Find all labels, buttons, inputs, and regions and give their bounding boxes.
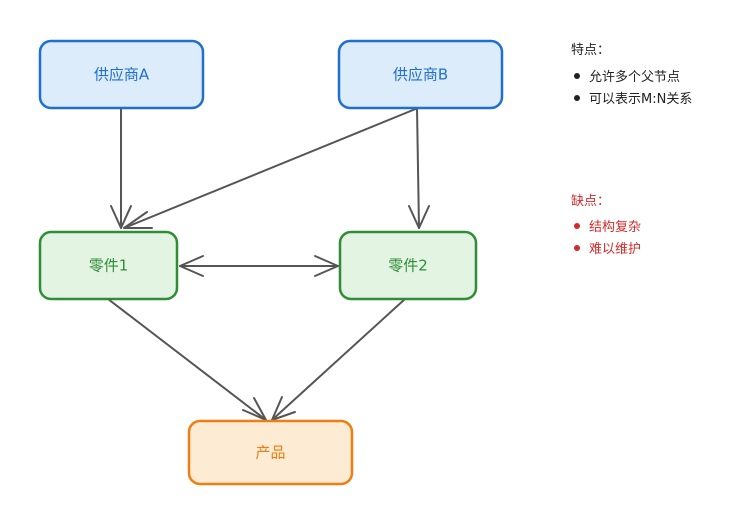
edge-supplier-a-to-part-1 — [110, 107, 132, 229]
edge-part-1-to-part-2 — [179, 255, 339, 277]
features-bullet-2 — [574, 95, 580, 101]
features-item-2: 可以表示M:N关系 — [589, 92, 692, 107]
node-supplier-a-label: 供应商A — [94, 66, 150, 84]
node-supplier-b[interactable]: 供应商B — [337, 39, 504, 110]
node-part-1-box — [38, 230, 179, 301]
node-part-2[interactable]: 零件2 — [338, 230, 478, 301]
node-supplier-a[interactable]: 供应商A — [38, 39, 205, 110]
drawbacks-title: 缺点： — [571, 194, 610, 209]
features-section: 特点： 允许多个父节点 可以表示M:N关系 — [571, 43, 692, 107]
drawbacks-section: 缺点： 结构复杂 难以维护 — [571, 194, 641, 257]
drawbacks-bullet-2 — [574, 245, 580, 251]
node-part-1-label: 零件1 — [89, 257, 129, 275]
node-supplier-b-box — [337, 39, 504, 110]
node-product-box — [187, 419, 354, 486]
edge-part-2-to-product — [271, 298, 406, 421]
edge-supplier-b-to-part-1 — [123, 107, 419, 229]
drawbacks-item-2: 难以维护 — [589, 242, 641, 257]
node-part-2-label: 零件2 — [388, 257, 428, 275]
node-part-2-box — [338, 230, 478, 301]
node-part-1[interactable]: 零件1 — [38, 230, 179, 301]
node-product[interactable]: 产品 — [187, 419, 354, 486]
edge-supplier-b-to-part-2 — [408, 107, 430, 229]
features-bullet-1 — [574, 73, 580, 79]
node-supplier-a-box — [38, 39, 205, 110]
drawbacks-item-1: 结构复杂 — [589, 220, 641, 235]
features-item-1: 允许多个父节点 — [589, 69, 680, 85]
edge-part-1-to-product — [107, 298, 267, 421]
drawbacks-bullet-1 — [574, 223, 580, 229]
node-supplier-b-label: 供应商B — [393, 66, 448, 84]
node-product-label: 产品 — [255, 444, 285, 462]
features-title: 特点： — [571, 43, 610, 58]
